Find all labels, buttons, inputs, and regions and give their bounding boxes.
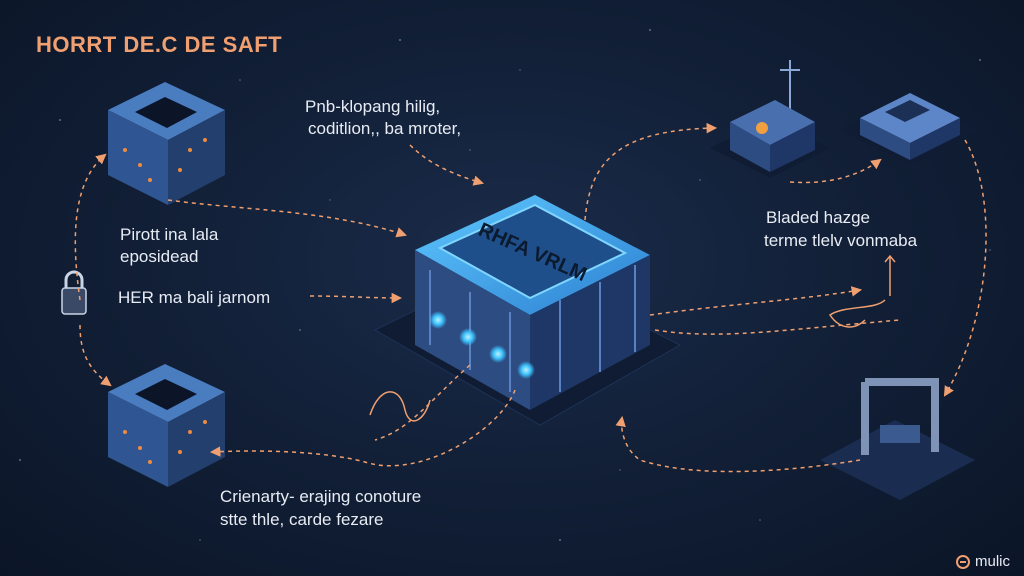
label-top-center-line1: Pnb-klopang hilig, — [305, 97, 441, 116]
device-bottom-right — [820, 378, 975, 500]
sketch-figure-center — [369, 391, 431, 422]
device-top-right-a — [710, 60, 830, 178]
lock-icon — [61, 270, 87, 315]
device-top-right-b — [840, 93, 980, 165]
label-right-line2: terme tlelv vonmaba — [764, 231, 918, 250]
logo-text: mulic — [974, 553, 1010, 570]
brand-logo: mulic — [955, 553, 1010, 570]
flow-arrows — [74, 122, 987, 473]
logo-icon — [955, 554, 970, 569]
page-title: HORRT DE.C DE SAFT — [36, 32, 283, 57]
label-left-low: HER ma bali jarnom — [118, 288, 271, 307]
label-left-mid-line1: Pirott ina lala — [120, 225, 219, 244]
label-left-mid-line2: eposidead — [120, 247, 199, 266]
cube-cluster-top-left — [108, 82, 225, 205]
cube-cluster-bottom-left — [108, 364, 225, 487]
label-top-center-line2: coditlion,, ba mroter, — [308, 119, 462, 138]
central-server — [373, 195, 682, 426]
sketch-figure-right — [828, 254, 896, 328]
label-bottom-line2: stte thle, carde fezare — [220, 510, 384, 529]
label-bottom-line1: Crienarty- erajing conoture — [220, 487, 422, 506]
label-right-line1: Bladed hazge — [766, 208, 870, 227]
